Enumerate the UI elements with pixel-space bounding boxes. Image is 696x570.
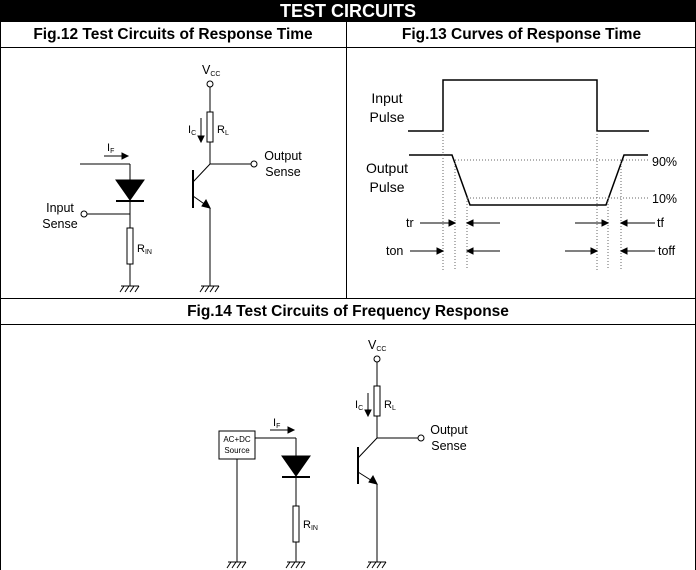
output-terminal-icon	[250, 160, 258, 168]
divider-fig14	[0, 324, 696, 325]
rin-label: RIN	[303, 519, 318, 532]
rl-label: RL	[384, 399, 396, 412]
tr-label: tr	[406, 216, 414, 230]
output-terminal-icon	[417, 434, 425, 442]
rin-label: RIN	[137, 243, 152, 256]
fig13-waveforms	[408, 79, 655, 270]
frame-left	[0, 22, 1, 570]
ic-label: IC	[188, 124, 197, 137]
rin-resistor-icon	[126, 227, 134, 265]
tf-label: tf	[657, 216, 664, 230]
divider-mid	[0, 298, 696, 299]
pct90-label: 90%	[652, 155, 678, 169]
if-label: IF	[273, 417, 281, 430]
if-label: IF	[107, 142, 115, 155]
vcc-label: VCC	[368, 338, 387, 353]
rl-resistor-icon	[206, 111, 214, 143]
pct10-label: 10%	[652, 192, 678, 206]
fig12-circuit	[80, 80, 258, 293]
led-icon	[115, 179, 145, 201]
divider-vertical	[346, 22, 347, 298]
rl-label: RL	[217, 124, 229, 137]
rin-resistor-icon	[292, 505, 300, 543]
fig13-title: Fig.13 Curves of Response Time	[401, 26, 642, 43]
ton-label: ton	[386, 244, 404, 258]
rl-resistor-icon	[373, 385, 381, 417]
toff-label: toff	[658, 244, 676, 258]
fig12-title: Fig.12 Test Circuits of Response Time	[33, 26, 313, 43]
divider-top	[0, 47, 696, 48]
page-title: TEST CIRCUITS	[0, 0, 696, 22]
output-pulse-waveform	[409, 154, 648, 206]
vcc-label: VCC	[202, 63, 221, 78]
input-pulse-waveform	[408, 79, 649, 132]
led-icon	[281, 455, 311, 477]
ic-label: IC	[355, 399, 364, 412]
fig14-title: Fig.14 Test Circuits of Frequency Respon…	[187, 303, 509, 320]
fig14-circuit	[218, 355, 425, 569]
